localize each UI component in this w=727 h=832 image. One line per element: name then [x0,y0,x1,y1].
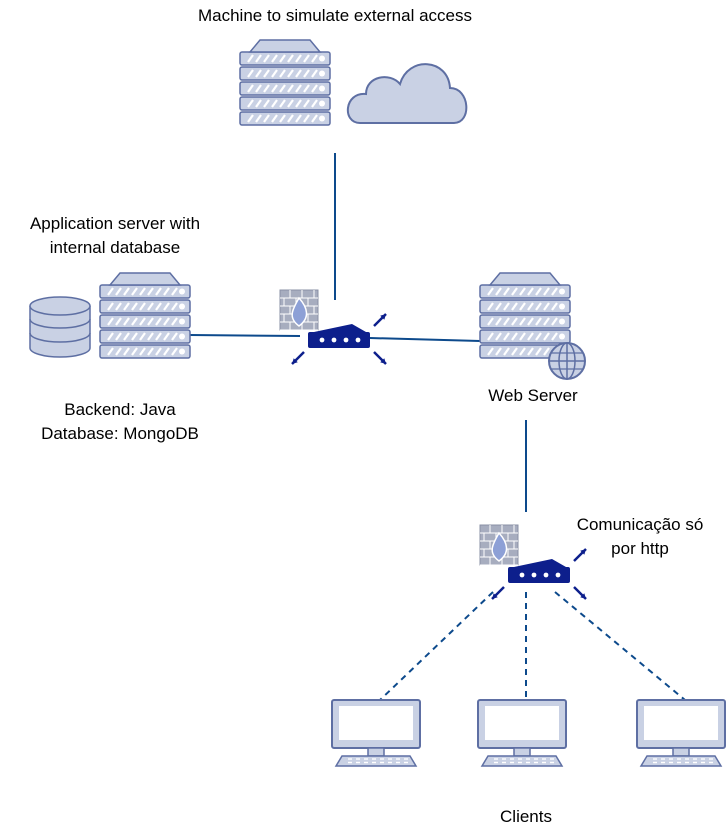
backend-label: Backend: Java Database: MongoDB [10,398,230,446]
web-server-label: Web Server [488,386,578,405]
clients-label: Clients [500,807,552,826]
communication-label: Comunicação só por http [576,515,704,558]
router-icon [279,289,387,365]
nodes [29,39,726,767]
web-server-icon [479,272,586,380]
connections [189,153,686,701]
server-icon [99,272,191,359]
edge-firewall-router-clients-to-client-3 [554,591,686,701]
monitor-icon [331,699,421,767]
firewall-icon [479,524,519,566]
firewall-icon [279,289,319,331]
edge-firewall-router-main-to-web-server [369,337,481,342]
edge-firewall-router-clients-to-client-1 [379,591,494,701]
router-icon [479,524,587,600]
external-access-label: Machine to simulate external access [197,6,473,25]
monitor-icon [636,699,726,767]
database-text: Database: MongoDB [41,424,199,443]
server-icon [239,39,331,126]
edge-app-server-to-firewall-router-main [189,334,301,337]
backend-text: Backend: Java [64,400,176,419]
monitor-icon [477,699,567,767]
database-icon [29,296,91,358]
app-server-label: Application server with internal databas… [29,214,201,257]
cloud-icon [346,63,468,124]
